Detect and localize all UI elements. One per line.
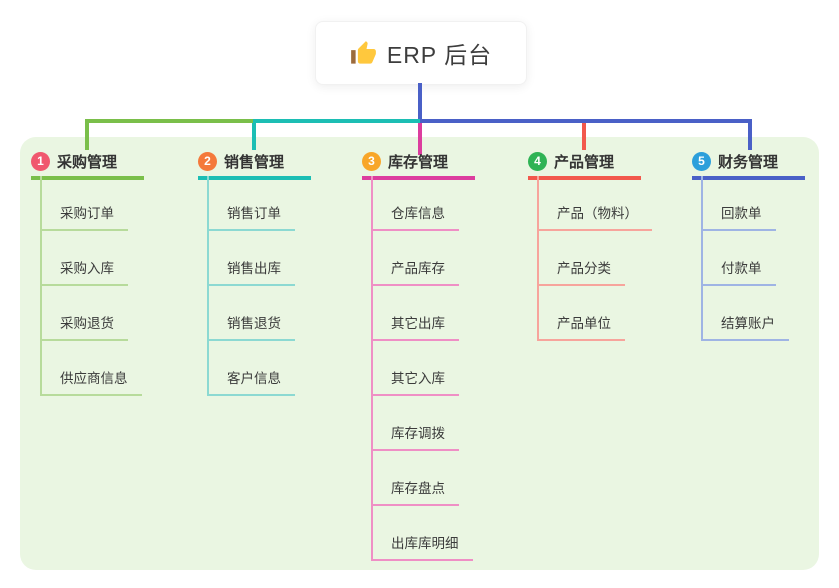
branch-3: 3 库存管理仓库信息产品库存其它出库其它入库库存调拨库存盘点出库库明细: [362, 147, 512, 561]
bus-segment-5: [420, 119, 752, 123]
branch-5-number-badge: 5: [692, 152, 711, 171]
branch-4-label: 产品管理: [554, 154, 615, 171]
branch-2-node[interactable]: 2 销售管理: [198, 147, 311, 180]
branch-4-children: 产品（物料） 产品分类产品单位: [537, 176, 652, 341]
sub-node-label[interactable]: 采购退货: [42, 312, 128, 341]
drop-line-5: [748, 119, 752, 150]
drop-line-1: [85, 119, 89, 150]
sub-node-label[interactable]: 出库库明细: [373, 532, 473, 561]
thumb-sleeve: [350, 49, 356, 64]
branch-2-label: 销售管理: [224, 154, 285, 171]
thumb-hand: [357, 40, 376, 64]
branch-5-children: 回款单付款单结算账户: [701, 176, 789, 341]
root-title: ERP 后台: [386, 42, 493, 68]
sub-node-label[interactable]: 库存盘点: [373, 477, 459, 506]
branch-4-node[interactable]: 4 产品管理: [528, 147, 641, 180]
branch-3-label: 库存管理: [388, 154, 449, 171]
branch-1-node[interactable]: 1 采购管理: [31, 147, 144, 180]
sub-node-label[interactable]: 其它入库: [373, 367, 459, 396]
bus-segment-1: [85, 119, 253, 123]
sub-node-label[interactable]: 结算账户: [703, 312, 789, 341]
branch-4-number-badge: 4: [528, 152, 547, 171]
branch-4: 4 产品管理产品（物料） 产品分类产品单位: [528, 147, 678, 341]
sub-node-label[interactable]: 供应商信息: [42, 367, 142, 396]
sub-node-label[interactable]: 产品（物料）: [539, 202, 652, 231]
branches-panel: [20, 137, 819, 570]
drop-line-2: [252, 119, 256, 150]
sub-node-label[interactable]: 其它出库: [373, 312, 459, 341]
drop-line-4: [582, 119, 586, 150]
sub-node-label[interactable]: 客户信息: [209, 367, 295, 396]
sub-node-label[interactable]: 回款单: [703, 202, 776, 231]
branch-1-children: 采购订单采购入库采购退货供应商信息: [40, 176, 142, 396]
sub-node-label[interactable]: 库存调拨: [373, 422, 459, 451]
sub-node-label[interactable]: 产品单位: [539, 312, 625, 341]
sub-node-label[interactable]: 销售出库: [209, 257, 295, 286]
root-node[interactable]: ERP 后台: [315, 21, 527, 85]
branch-1: 1 采购管理采购订单采购入库采购退货供应商信息: [31, 147, 181, 396]
branch-1-label: 采购管理: [57, 154, 118, 171]
sub-node-label[interactable]: 采购订单: [42, 202, 128, 231]
sub-node-label[interactable]: 销售退货: [209, 312, 295, 341]
branch-3-children: 仓库信息产品库存其它出库其它入库库存调拨库存盘点出库库明细: [371, 176, 473, 561]
branch-3-number-badge: 3: [362, 152, 381, 171]
branch-5-label: 财务管理: [718, 154, 779, 171]
sub-node-label[interactable]: 产品分类: [539, 257, 625, 286]
drop-line-3: [418, 121, 422, 155]
thumbs-up-icon: [350, 40, 376, 64]
branch-2: 2 销售管理销售订单销售出库销售退货客户信息: [198, 147, 348, 396]
trunk-line: [418, 83, 422, 121]
bus-segment-2: [253, 119, 420, 123]
branch-2-number-badge: 2: [198, 152, 217, 171]
branch-5-node[interactable]: 5 财务管理: [692, 147, 805, 180]
branch-3-node[interactable]: 3 库存管理: [362, 147, 475, 180]
sub-node-label[interactable]: 采购入库: [42, 257, 128, 286]
sub-node-label[interactable]: 付款单: [703, 257, 776, 286]
sub-node-label[interactable]: 销售订单: [209, 202, 295, 231]
sub-node-label[interactable]: 仓库信息: [373, 202, 459, 231]
branch-2-children: 销售订单销售出库销售退货客户信息: [207, 176, 295, 396]
branch-1-number-badge: 1: [31, 152, 50, 171]
sub-node-label[interactable]: 产品库存: [373, 257, 459, 286]
branch-5: 5 财务管理回款单付款单结算账户: [692, 147, 839, 341]
